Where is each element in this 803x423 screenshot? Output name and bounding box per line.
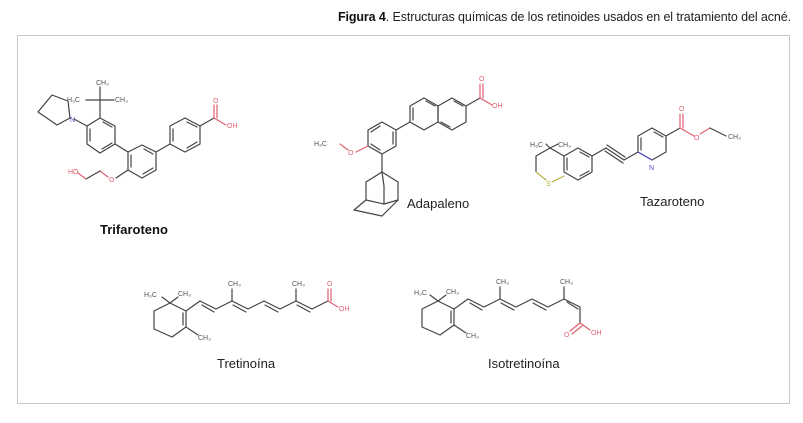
svg-text:N: N [649, 165, 654, 172]
molecule-tretinoina: H₃C CH₃ CH₃ CH₃ CH₃ O OH Tretinoína [140, 275, 380, 375]
figure-caption-text: . Estructuras químicas de los retinoides… [385, 10, 791, 24]
svg-text:OH: OH [492, 103, 503, 110]
figure-caption: Figura 4. Estructuras químicas de los re… [338, 10, 791, 24]
trifaroteno-structure: N CH₃ H₃C CH₃ O HO [37, 80, 238, 184]
svg-text:O: O [679, 106, 685, 113]
svg-text:O: O [348, 150, 354, 157]
svg-text:CH₃: CH₃ [496, 279, 509, 286]
svg-text:S: S [546, 181, 551, 188]
svg-text:O: O [213, 98, 219, 105]
molecule-label-adapaleno: Adapaleno [407, 196, 470, 211]
svg-text:H₃C: H₃C [144, 292, 157, 299]
svg-text:CH₃: CH₃ [728, 134, 741, 141]
svg-text:CH₃: CH₃ [446, 289, 459, 296]
molecule-label-isotretinoina: Isotretinoína [488, 356, 560, 371]
svg-text:CH₃: CH₃ [560, 279, 573, 286]
molecule-isotretinoina: H₃C CH₃ CH₃ CH₃ CH₃ O OH Isotretinoína [410, 275, 650, 375]
atom-n: N [70, 117, 75, 124]
svg-text:CH₃: CH₃ [178, 291, 191, 298]
svg-text:H₃C: H₃C [314, 141, 327, 148]
svg-text:H₃C: H₃C [414, 290, 427, 297]
svg-text:CH₃: CH₃ [115, 97, 128, 104]
svg-text:CH₃: CH₃ [96, 80, 109, 87]
molecule-trifaroteno: N CH₃ H₃C CH₃ O HO [30, 75, 280, 237]
svg-text:O: O [327, 281, 333, 288]
svg-text:CH₃: CH₃ [558, 142, 571, 149]
svg-text:O: O [479, 76, 485, 83]
svg-text:OH: OH [339, 306, 350, 313]
tretinoina-structure: H₃C CH₃ CH₃ CH₃ CH₃ O OH [144, 281, 350, 342]
molecule-label-tretinoina: Tretinoína [217, 356, 276, 371]
svg-text:CH₃: CH₃ [466, 333, 479, 340]
isotretinoina-structure: H₃C CH₃ CH₃ CH₃ CH₃ O OH [414, 279, 602, 340]
svg-text:O: O [564, 332, 570, 339]
molecule-label-tazaroteno: Tazaroteno [640, 194, 705, 209]
svg-text:H₃C: H₃C [67, 97, 80, 104]
figure-label: Figura 4 [337, 10, 386, 24]
molecule-tazaroteno: H₃C CH₃ S N O O CH₃ T [520, 90, 790, 220]
svg-text:O: O [109, 177, 115, 184]
svg-text:CH₃: CH₃ [198, 335, 211, 342]
svg-text:O: O [694, 135, 700, 142]
svg-text:H₃C: H₃C [530, 142, 543, 149]
svg-text:OH: OH [591, 330, 602, 337]
molecule-label-trifaroteno: Trifaroteno [100, 222, 168, 237]
svg-text:CH₃: CH₃ [292, 281, 305, 288]
adapaleno-structure: O OH O H₃C [314, 76, 503, 217]
tazaroteno-structure: H₃C CH₃ S N O O CH₃ [530, 106, 741, 188]
svg-text:CH₃: CH₃ [228, 281, 241, 288]
molecule-adapaleno: O OH O H₃C Adapaleno [300, 70, 510, 230]
svg-text:HO: HO [68, 169, 79, 176]
svg-text:OH: OH [227, 123, 238, 130]
figure-frame [17, 35, 790, 404]
